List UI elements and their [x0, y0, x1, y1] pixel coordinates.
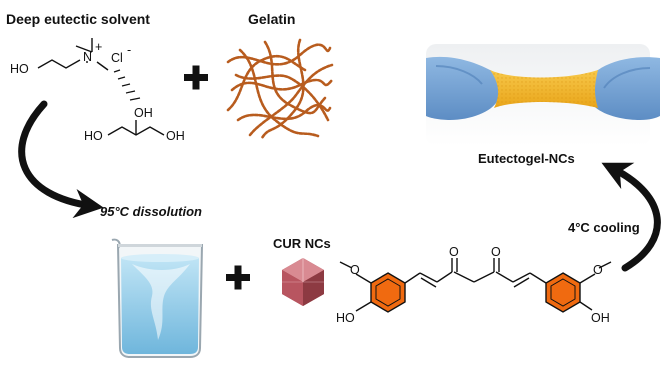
chloride-cl: Cl — [111, 51, 123, 65]
gelatin-label: Gelatin — [248, 11, 295, 27]
cur-ncs-label: CUR NCs — [273, 236, 331, 251]
methoxy-o-left: O — [350, 263, 360, 277]
curved-arrow-icon — [18, 100, 104, 219]
choline-n: N — [83, 50, 92, 64]
gelatin-network-icon — [226, 38, 334, 140]
choline-n-charge: + — [95, 40, 102, 54]
curcumin-structure — [339, 258, 612, 313]
plus-icon — [226, 265, 250, 290]
gel-photo-icon — [426, 44, 660, 146]
carbonyl-o-left: O — [449, 245, 459, 259]
choline-ho: HO — [10, 62, 29, 76]
glycerol-structure — [107, 120, 165, 136]
choline-chloride-structure — [37, 38, 141, 101]
left-glove — [426, 56, 501, 120]
plus-icon — [184, 65, 208, 90]
beaker-icon — [111, 238, 204, 358]
dissolution-label: 95°C dissolution — [100, 204, 202, 219]
chloride-charge: - — [127, 43, 131, 57]
eutectogel-label: Eutectogel-NCs — [478, 151, 575, 166]
hydrogen-bond — [113, 69, 141, 101]
carbonyl-o-right: O — [491, 245, 501, 259]
cooling-label: 4°C cooling — [568, 220, 640, 235]
glycerol-oh-top: OH — [134, 106, 153, 120]
curved-arrow-icon — [601, 162, 661, 272]
hydroxyl-oh-right: OH — [591, 311, 610, 325]
crystal-icon — [282, 258, 324, 306]
methoxy-o-right: O — [593, 263, 603, 277]
glycerol-oh: OH — [166, 129, 185, 143]
glycerol-ho: HO — [84, 129, 103, 143]
right-glove — [587, 57, 660, 120]
des-title: Deep eutectic solvent — [6, 11, 150, 27]
hydroxyl-ho-left: HO — [336, 311, 355, 325]
